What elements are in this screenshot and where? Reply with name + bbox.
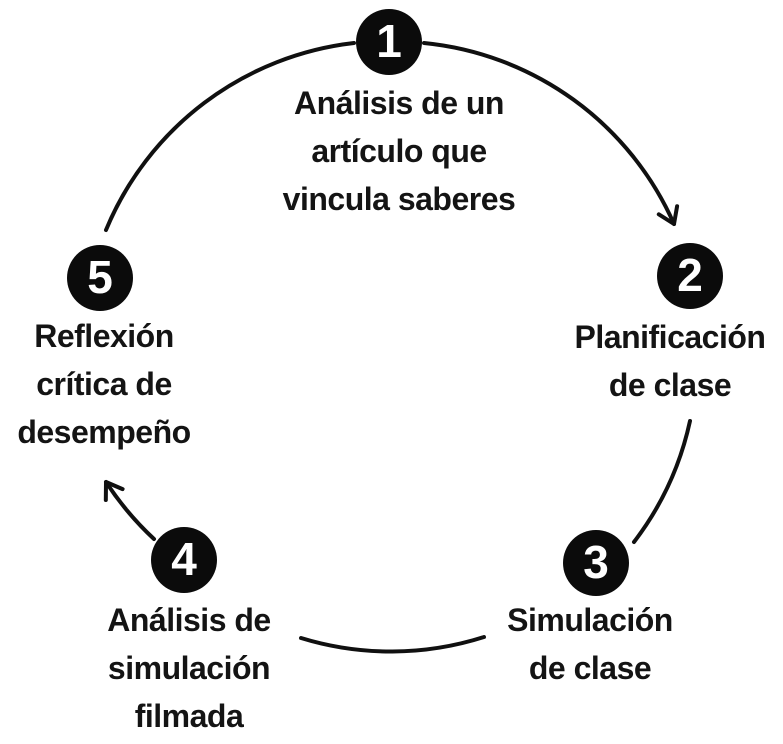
- step-circle-3: 3: [563, 530, 629, 596]
- arc-step4-to-step5: [103, 480, 156, 541]
- step-number-3: 3: [583, 535, 609, 588]
- arc-step1-to-step2: [422, 41, 680, 226]
- step-number-2: 2: [677, 248, 703, 301]
- step-circle-5: 5: [67, 245, 133, 311]
- step-circle-1: 1: [356, 9, 422, 75]
- step-number-4: 4: [171, 532, 197, 585]
- arc-step3-to-step4: [299, 635, 486, 654]
- step-label-4: Análisis de simulación filmada: [107, 602, 271, 734]
- step-label-5: Reflexión crítica de desempeño: [17, 318, 191, 450]
- step-number-5: 5: [87, 250, 113, 303]
- step-circle-4: 4: [151, 527, 217, 593]
- step-label-3: Simulación de clase: [507, 602, 673, 686]
- step-label-1: Análisis de un artículo que vincula sabe…: [282, 85, 516, 217]
- step-label-2: Planificación de clase: [574, 319, 766, 403]
- arc-step5-to-step1: [104, 41, 356, 232]
- step-circle-2: 2: [657, 243, 723, 309]
- step-number-1: 1: [376, 14, 402, 67]
- arc-step2-to-step3: [632, 419, 692, 544]
